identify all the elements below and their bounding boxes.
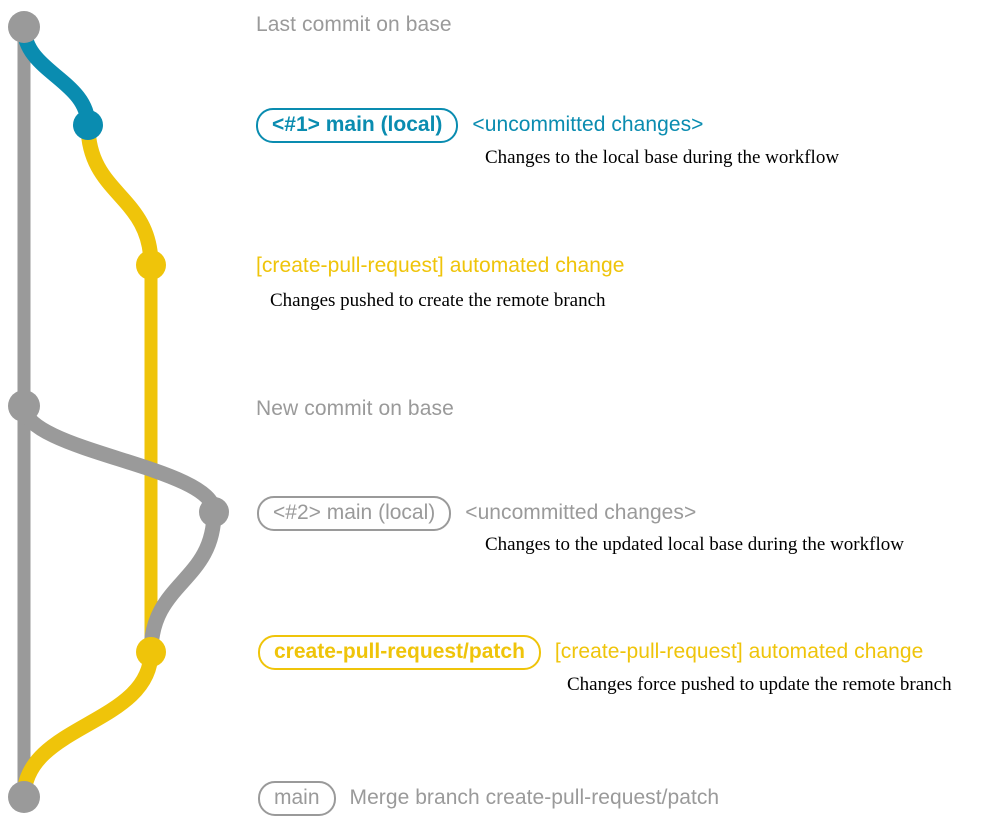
entry-local-commit-1: <#1> main (local) <uncommitted changes> <box>256 108 703 143</box>
entry-remote-commit-1: [create-pull-request] automated change <box>256 254 624 278</box>
entry-merge-commit: main Merge branch create-pull-request/pa… <box>258 781 719 816</box>
headline-text: Last commit on base <box>256 13 452 36</box>
commit-node-remote-2[interactable] <box>136 637 166 667</box>
entry-remote-commit-2: create-pull-request/patch [create-pull-r… <box>258 635 923 670</box>
remote-branch-yellow-upper-line <box>80 117 159 273</box>
entry-local-commit-1-description: Changes to the local base during the wor… <box>485 147 840 168</box>
entry-remote-commit-2-description: Changes force pushed to update the remot… <box>567 674 952 695</box>
local-branch-blue-line <box>16 19 96 133</box>
merge-yellow-line <box>16 644 159 805</box>
commit-subject: Merge branch create-pull-request/patch <box>349 786 720 809</box>
entry-new-commit-on-base: New commit on base <box>256 397 454 421</box>
local2-branch-gray-in-line <box>16 398 222 520</box>
commit-node-base-last[interactable] <box>8 11 40 43</box>
commit-subject: [create-pull-request] automated change <box>554 640 924 663</box>
entry-local-commit-2-description: Changes to the updated local base during… <box>485 534 904 555</box>
commit-node-local-1[interactable] <box>73 110 103 140</box>
commit-node-merge[interactable] <box>8 781 40 813</box>
commit-node-base-new[interactable] <box>8 390 40 422</box>
commit-subject: <uncommitted changes> <box>472 113 704 136</box>
ref-tag-main-local-1[interactable]: <#1> main (local) <box>256 108 459 143</box>
commit-subject: <uncommitted changes> <box>465 501 697 524</box>
ref-tag-create-pull-request-patch[interactable]: create-pull-request/patch <box>258 635 541 670</box>
commit-node-local-2[interactable] <box>199 497 229 527</box>
headline-text: New commit on base <box>256 397 454 420</box>
entry-last-commit-on-base: Last commit on base <box>256 13 452 37</box>
local2-branch-gray-out-line <box>143 504 222 660</box>
entry-local-commit-2: <#2> main (local) <uncommitted changes> <box>257 496 696 531</box>
commit-node-remote-1[interactable] <box>136 250 166 280</box>
ref-tag-main-local-2[interactable]: <#2> main (local) <box>257 496 452 531</box>
ref-tag-main[interactable]: main <box>258 781 336 816</box>
entry-remote-commit-1-description: Changes pushed to create the remote bran… <box>270 290 606 311</box>
commit-subject: [create-pull-request] automated change <box>256 254 625 277</box>
